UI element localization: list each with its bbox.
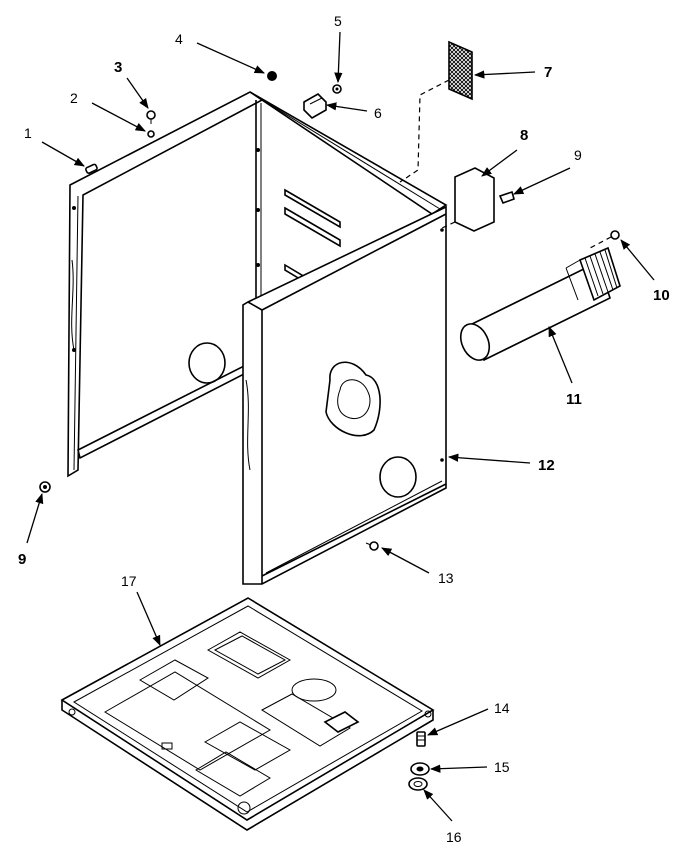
callout-5: 5 xyxy=(334,13,342,29)
callout-16: 16 xyxy=(446,829,462,845)
callout-numbers: 1 2 3 4 5 6 7 8 9 9 10 11 12 13 14 15 16… xyxy=(18,13,670,845)
filter-screen-part-7 xyxy=(448,40,473,101)
callout-9-upper: 9 xyxy=(574,147,582,163)
screw-part-9-lower xyxy=(39,481,51,493)
callout-17: 17 xyxy=(121,573,137,589)
callout-4: 4 xyxy=(175,31,183,47)
screw-part-9-upper xyxy=(498,190,515,205)
screw-part-2 xyxy=(147,130,155,138)
nut-part-15 xyxy=(410,762,430,776)
exhaust-duct-part-11 xyxy=(459,246,621,362)
bracket-part-6 xyxy=(303,93,327,119)
callout-11: 11 xyxy=(566,391,582,408)
screw-part-13 xyxy=(365,541,379,551)
callout-6: 6 xyxy=(374,105,382,121)
callout-10: 10 xyxy=(653,287,670,304)
callout-13: 13 xyxy=(438,570,454,586)
callout-12: 12 xyxy=(538,457,555,474)
front-panel xyxy=(242,205,447,585)
callout-3: 3 xyxy=(114,59,122,76)
callout-2: 2 xyxy=(70,90,78,106)
screw-part-5 xyxy=(332,84,342,94)
callout-8: 8 xyxy=(520,127,528,144)
leader-lines xyxy=(26,31,655,822)
pin-part-1 xyxy=(85,163,98,174)
callout-14: 14 xyxy=(494,700,510,716)
callout-7: 7 xyxy=(544,64,552,81)
nut-part-4 xyxy=(267,71,277,81)
screw-part-10 xyxy=(610,230,620,240)
callout-9-lower: 9 xyxy=(18,551,26,568)
cabinet-base-part-17 xyxy=(60,597,435,831)
callout-15: 15 xyxy=(494,759,510,775)
screw-part-3 xyxy=(146,110,156,124)
foot-pad-part-16 xyxy=(408,777,428,791)
cover-plate-part-8 xyxy=(454,167,495,232)
callout-1: 1 xyxy=(24,125,32,141)
leg-part-14 xyxy=(416,731,426,747)
